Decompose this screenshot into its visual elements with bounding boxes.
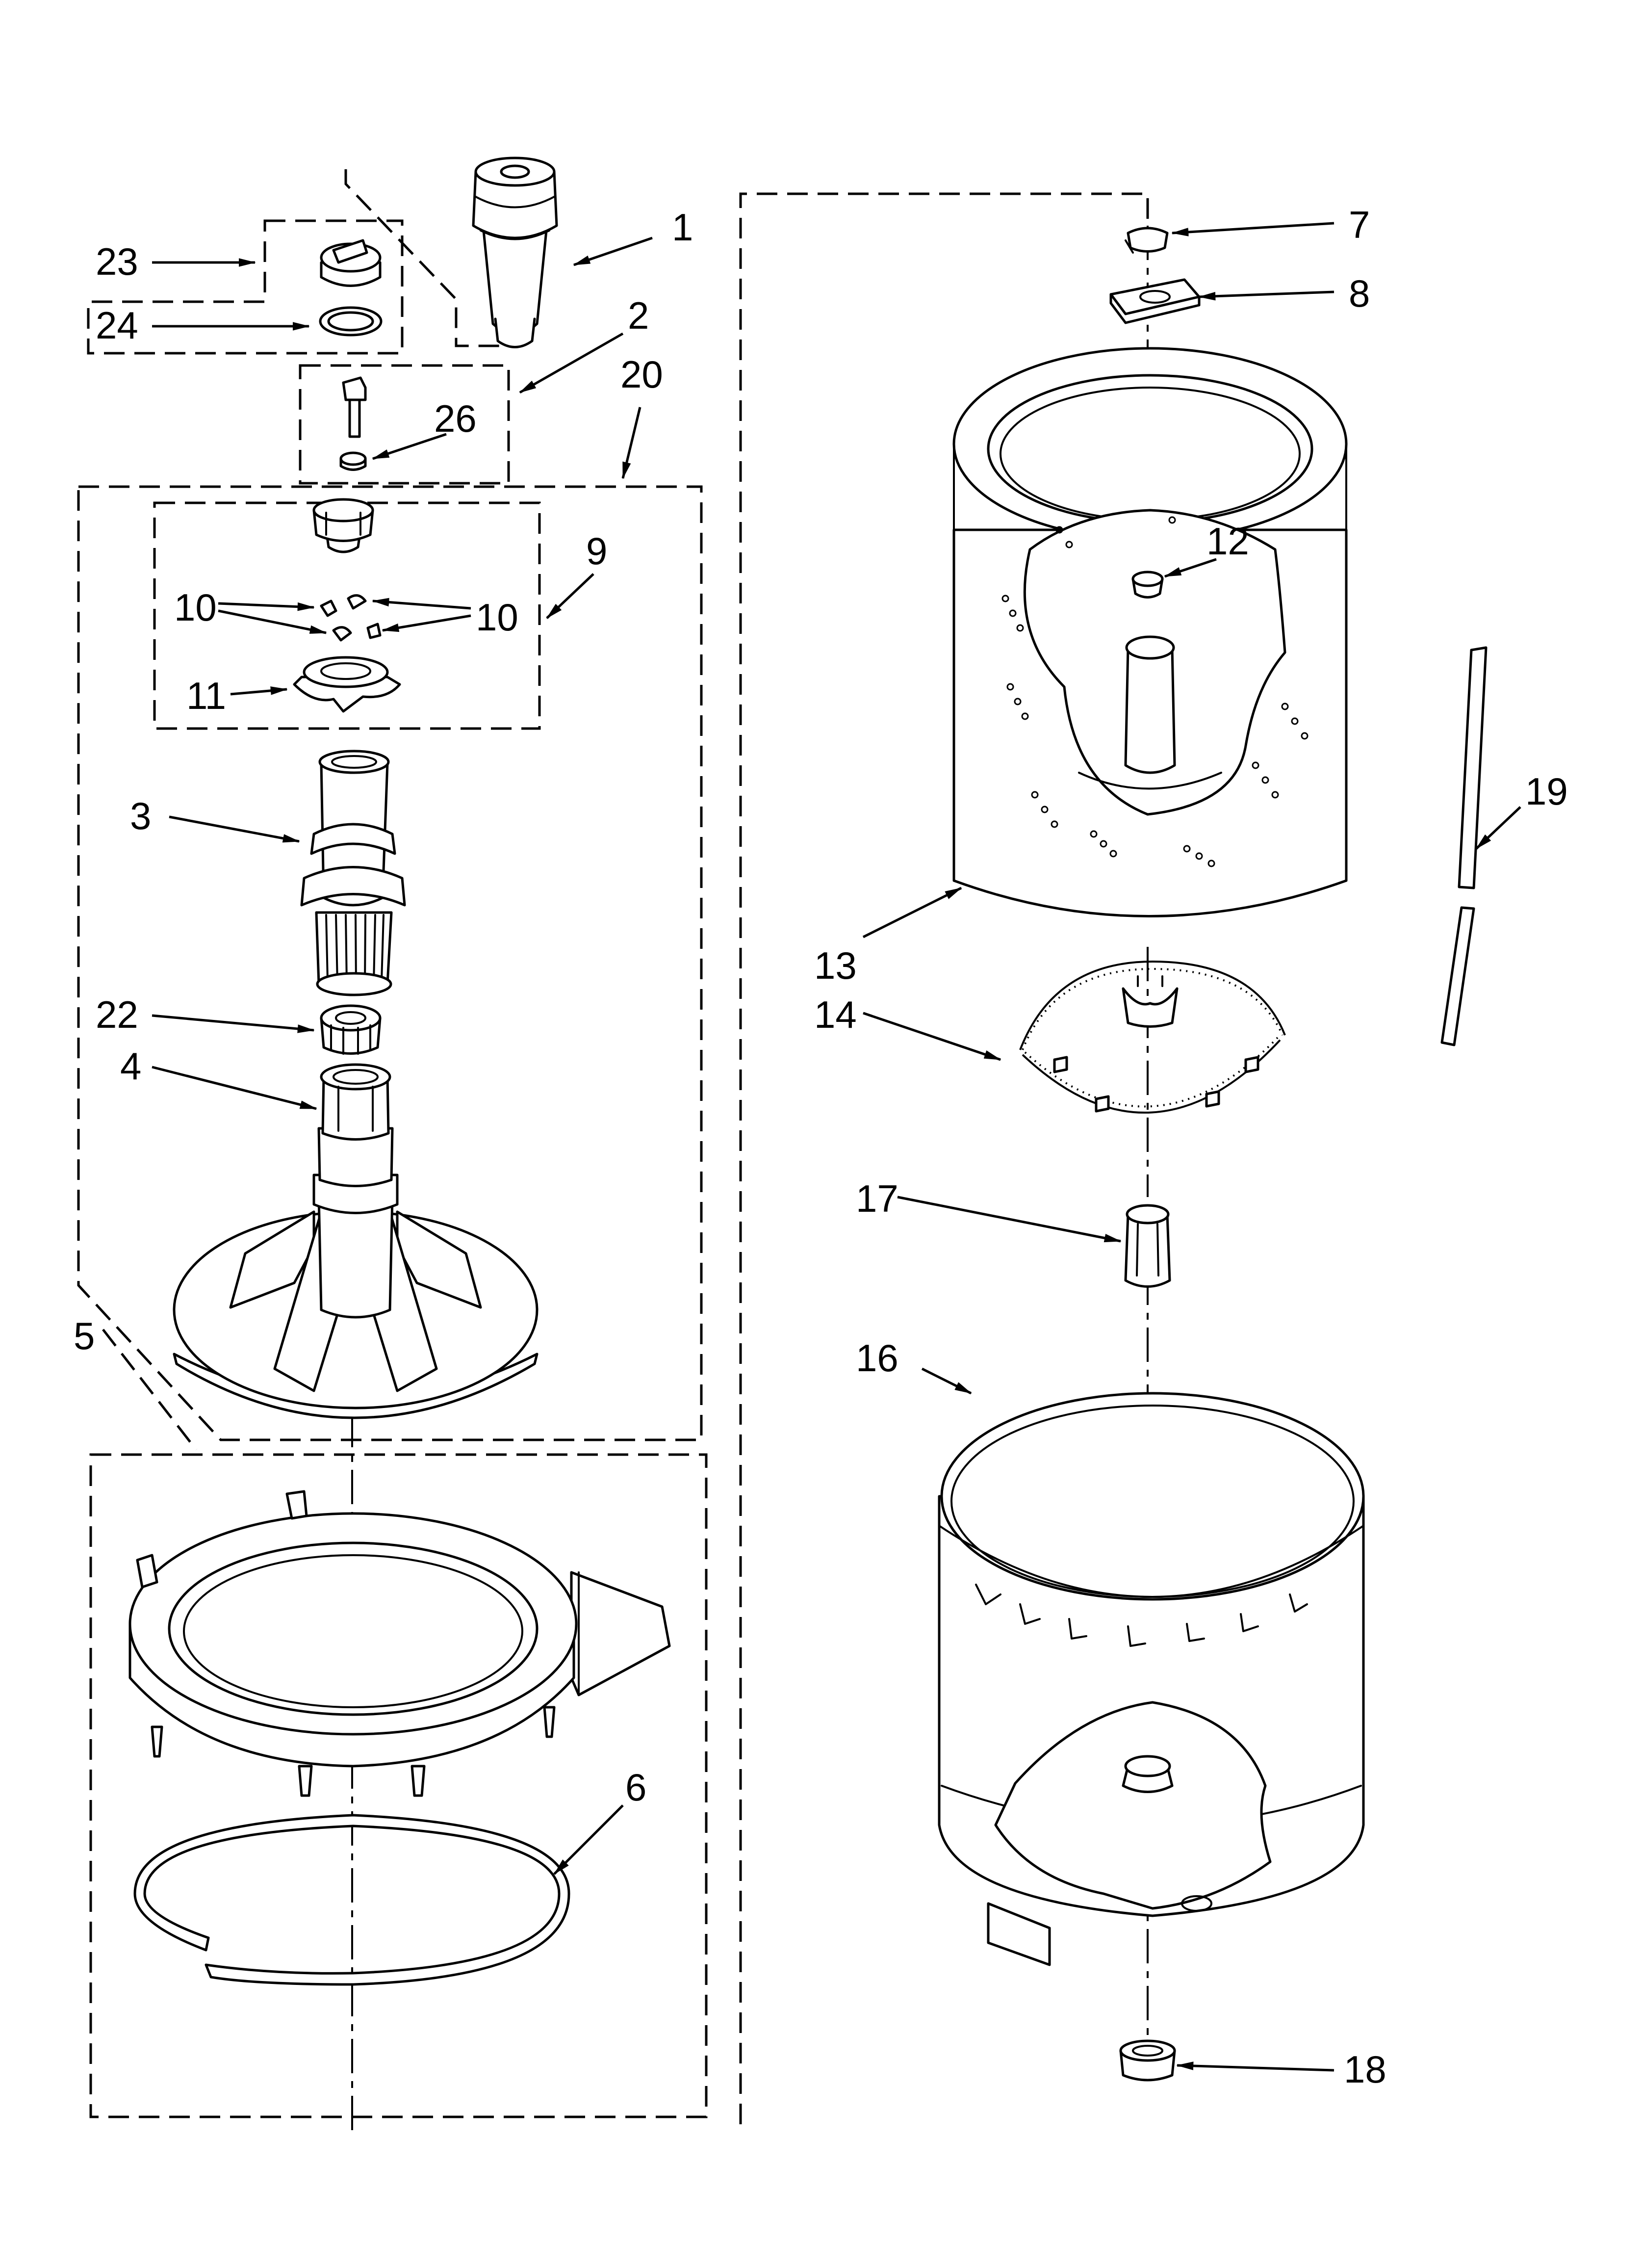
callout-26: 26 <box>434 397 477 440</box>
callout-14: 14 <box>814 993 857 1036</box>
spin-basket <box>952 347 1348 917</box>
drain-grommet <box>1119 2039 1176 2082</box>
agitator-auger <box>300 750 406 996</box>
callout-11: 11 <box>186 674 226 717</box>
cam-guide <box>293 656 401 713</box>
callout-23: 23 <box>96 240 138 283</box>
agitator-base <box>173 1063 539 1419</box>
callout-7: 7 <box>1349 203 1370 246</box>
callout-19: 19 <box>1525 770 1568 813</box>
callout-10-left: 10 <box>174 586 217 629</box>
callout-4: 4 <box>120 1044 141 1088</box>
callout-5: 5 <box>74 1314 95 1357</box>
retainer-clip <box>1125 227 1169 254</box>
bolt-part <box>342 376 367 438</box>
fin-ring <box>1019 960 1286 1114</box>
cap-part <box>320 239 382 287</box>
callout-labels: 1 2 20 23 24 26 9 10 10 11 3 22 4 5 6 7 … <box>74 203 1568 2091</box>
callout-20: 20 <box>620 353 663 396</box>
dispenser-cup <box>472 156 558 348</box>
cam-assembly <box>312 498 374 553</box>
leader-arrows <box>152 222 1521 2072</box>
callout-6: 6 <box>625 1766 646 1809</box>
callout-16: 16 <box>856 1336 898 1380</box>
hub-plate <box>1109 278 1201 324</box>
outer-tub <box>938 1392 1365 1966</box>
dog-parts <box>320 594 382 642</box>
washer-part <box>339 451 367 471</box>
snap-ring <box>133 1814 570 1986</box>
callout-2: 2 <box>628 294 649 337</box>
callout-13: 13 <box>814 944 857 987</box>
callout-1: 1 <box>672 206 693 249</box>
hose-part <box>1440 646 1488 1046</box>
callout-18: 18 <box>1344 2048 1386 2091</box>
hub-nut <box>1131 571 1164 599</box>
callout-9: 9 <box>586 529 607 573</box>
callout-8: 8 <box>1349 272 1370 315</box>
callout-17: 17 <box>856 1177 898 1220</box>
callout-10-right: 10 <box>476 596 518 639</box>
callout-22: 22 <box>96 993 138 1036</box>
callout-24: 24 <box>96 304 138 347</box>
coupling-part <box>320 1004 382 1055</box>
ring-seal <box>319 306 383 337</box>
callout-3: 3 <box>130 794 151 837</box>
callout-12: 12 <box>1206 520 1249 563</box>
drive-bell <box>1124 1204 1171 1288</box>
tub-ring <box>128 1490 671 1797</box>
